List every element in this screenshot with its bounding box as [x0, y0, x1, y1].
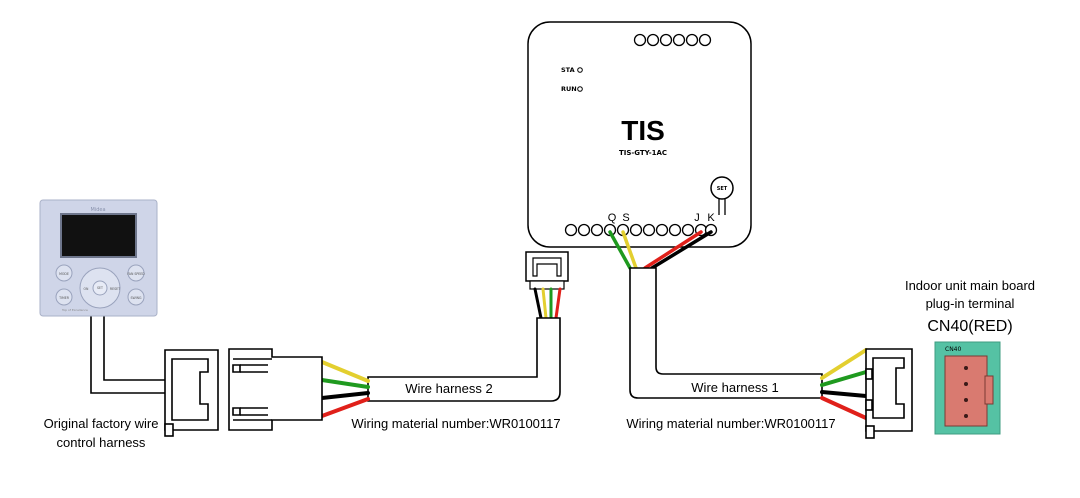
- controller-key-on: ON: [84, 287, 90, 291]
- controller-lcd: [60, 213, 137, 258]
- controller-key-swing: SWING: [131, 296, 142, 300]
- wire-harness-1: Wire harness 1 Wiring material number:WR…: [626, 267, 913, 439]
- harness-1-label: Wire harness 1: [691, 380, 778, 395]
- terminal-label-q: Q: [608, 212, 617, 224]
- factory-harness-line2: control harness: [57, 435, 146, 450]
- pcb-tag: CN40: [945, 346, 961, 353]
- tis-gateway-module: STA RUN TIS TIS-GTY-1AC SET Q S J K: [527, 21, 752, 248]
- run-led-label: RUN: [561, 85, 577, 93]
- indoor-unit-line2: plug-in terminal: [926, 296, 1015, 311]
- harness-2-label: Wire harness 2: [405, 381, 492, 396]
- factory-harness-plug: [164, 349, 219, 437]
- factory-harness-line1: Original factory wire: [44, 416, 159, 431]
- controller-keys: [55, 264, 145, 306]
- indoor-unit-line1: Indoor unit main board: [905, 278, 1035, 293]
- run-led: [577, 86, 583, 92]
- controller-key-fanspeed: FAN SPEED: [127, 272, 145, 276]
- sta-led-label: STA: [561, 66, 575, 74]
- controller-brand: Midea: [90, 207, 105, 213]
- controller-key-mode: MODE: [59, 272, 69, 276]
- top-terminal-row: [633, 33, 712, 47]
- tis-logo: TIS: [621, 115, 665, 146]
- harness-2-plug: [228, 348, 323, 431]
- harness-1-plug: [865, 348, 913, 439]
- wired-controller: Midea MODE FAN SPEED ON SET RESET TIMER …: [39, 199, 158, 317]
- harness-2-material: Wiring material number:WR0100117: [351, 416, 560, 431]
- harness-2-top-connector: [525, 251, 569, 290]
- set-key: [92, 280, 108, 296]
- harness-2-riser-wires: [533, 287, 562, 320]
- factory-wire: [90, 314, 165, 394]
- connector-pins: [964, 366, 968, 418]
- set-button[interactable]: SET: [710, 176, 734, 215]
- sta-led: [577, 67, 583, 73]
- wire-harness-2: Wire harness 2 Wiring material number:WR…: [320, 317, 561, 431]
- connector-name: CN40(RED): [927, 318, 1012, 335]
- model-number: TIS-GTY-1AC: [619, 149, 667, 157]
- controller-key-set: SET: [97, 286, 103, 290]
- controller-key-reset: RESET: [110, 287, 120, 291]
- terminal-label-s: S: [622, 212, 629, 224]
- module-wires: [608, 230, 713, 270]
- terminal-label-k: K: [707, 212, 715, 224]
- set-button-label: SET: [717, 186, 728, 192]
- terminal-label-j: J: [694, 212, 700, 224]
- harness-1-material: Wiring material number:WR0100117: [626, 416, 835, 431]
- controller-tagline: Top of Excellence: [61, 308, 88, 312]
- controller-key-timer: TIMER: [58, 296, 70, 300]
- bottom-terminal-row: [564, 223, 718, 237]
- indoor-unit-terminal: Indoor unit main board plug-in terminal …: [905, 278, 1035, 435]
